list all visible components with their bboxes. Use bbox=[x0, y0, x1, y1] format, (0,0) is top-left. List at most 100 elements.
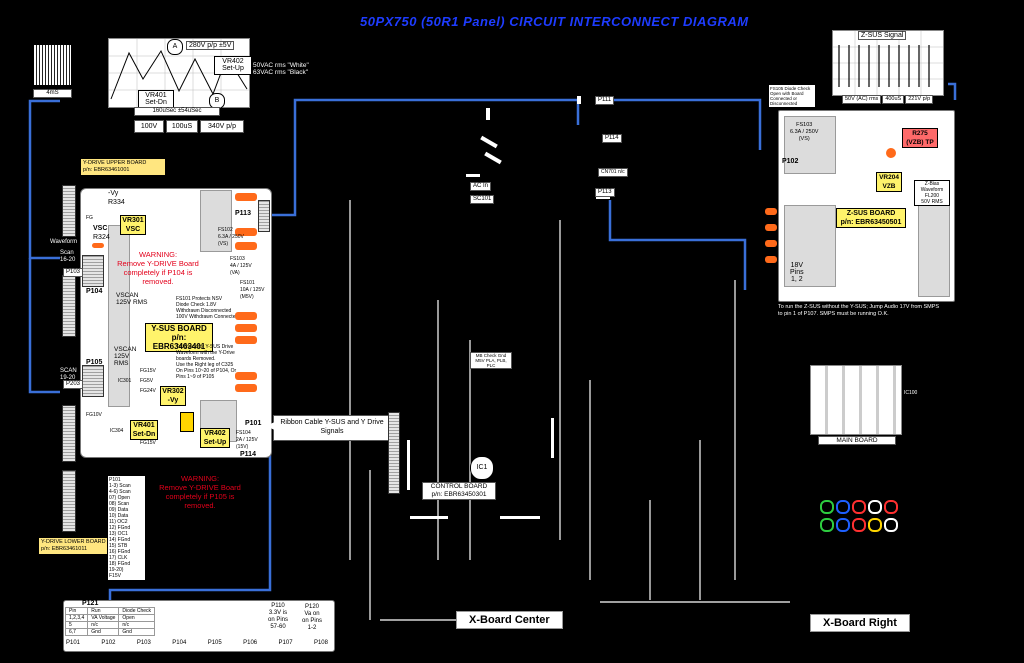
z-sus-signal-values: 50V (AC) rms 400uS 221V p/p bbox=[842, 95, 934, 104]
ribbon-cable-label: Ribbon Cable Y-SUS and Y Drive Signals bbox=[273, 415, 391, 441]
p110-label: P110 3.3V is on Pins 57-60 bbox=[267, 603, 288, 630]
vr402-box: VR402 Set-Up bbox=[200, 428, 230, 448]
p103-label: P103 bbox=[63, 268, 84, 277]
jack-blue-icon bbox=[836, 500, 850, 514]
vscan-label-2: VSCAN 125V RMS bbox=[114, 346, 137, 367]
z-fs103-label: FS103 6.3A / 250V (VS) bbox=[790, 122, 819, 142]
fs104-label: FS104 2A / 125V (15V) bbox=[236, 430, 258, 450]
fs105-note: FS105 Diode Check Open with Board Connec… bbox=[768, 84, 816, 108]
value-cell: 400uS bbox=[882, 95, 905, 104]
cap-7 bbox=[235, 372, 257, 380]
cap-8 bbox=[235, 384, 257, 392]
p104-connector bbox=[82, 255, 104, 287]
x-connector: P103 bbox=[136, 640, 151, 646]
y-drive-upper-strip-1 bbox=[62, 185, 76, 237]
ic301-label: IC301 bbox=[118, 378, 132, 384]
cn701-label: CN701 n/c bbox=[598, 168, 628, 177]
p104-label: P104 bbox=[86, 288, 103, 295]
warning-p105: WARNING: Remove Y-DRIVE Board completely… bbox=[159, 474, 241, 510]
table-cell: VA Voltage bbox=[87, 614, 120, 622]
vr401-box: VR401 Set-Dn bbox=[130, 420, 158, 440]
value-cell: 340V p/p bbox=[200, 120, 244, 133]
table-cell: n/c bbox=[87, 621, 120, 629]
vy-label: -Vy bbox=[108, 190, 119, 197]
table-cell: Open bbox=[118, 614, 156, 622]
main-ic-label: IC100 bbox=[904, 390, 918, 396]
vr301-box: VR301 VSC bbox=[120, 215, 146, 235]
jack-green-icon bbox=[820, 518, 834, 532]
y-sus-heatsink-top bbox=[200, 190, 232, 252]
ac-note: 50VAC rms "White" 63VAC rms "Black" bbox=[253, 62, 309, 76]
control-test-point: MB Check Gnd M5V PLA, PLB, PLC bbox=[470, 352, 512, 369]
x-connector: P107 bbox=[278, 640, 293, 646]
z-sus-standalone-note: To run the Z-SUS without the Y-SUS; Jump… bbox=[778, 304, 940, 317]
z-cap-1 bbox=[765, 208, 777, 215]
y-drive-lower-strip-2 bbox=[62, 470, 76, 532]
z-heatsink-2 bbox=[784, 205, 836, 287]
cap-1 bbox=[235, 193, 257, 201]
p105-label: P105 bbox=[86, 359, 103, 366]
r324-label: R324 bbox=[93, 234, 110, 241]
z-heatsink-3 bbox=[918, 205, 950, 297]
cap-6 bbox=[235, 336, 257, 344]
p203-label: P203 bbox=[63, 380, 84, 389]
p105-connector bbox=[82, 365, 104, 397]
z-cap-3 bbox=[765, 240, 777, 247]
p121-table: Pin Run Diode Check 1,2,3,4 VA Voltage O… bbox=[64, 607, 156, 636]
wire-control-main bbox=[608, 200, 747, 290]
vscan-label: VSCAN 125V RMS bbox=[116, 292, 148, 306]
sc101-label: SC101 bbox=[470, 195, 495, 204]
z-18v-label: 18V Pins 1, 2 bbox=[790, 262, 804, 283]
fg15v-label-2: FG15V bbox=[140, 440, 156, 446]
x-connector: P106 bbox=[243, 640, 258, 646]
value-cell: 221V p/p bbox=[905, 95, 934, 104]
wire-control-z bbox=[598, 98, 762, 150]
p111-label: P111 bbox=[595, 96, 615, 105]
jack-yellow-icon bbox=[868, 518, 882, 532]
cap-5 bbox=[235, 324, 257, 332]
y-drive-upper-strip-2 bbox=[62, 275, 76, 337]
cap-3 bbox=[235, 242, 257, 250]
ac-in-label: AC In bbox=[470, 182, 492, 191]
x-connector: P102 bbox=[101, 640, 116, 646]
p121-label: P121 bbox=[82, 600, 99, 607]
table-cell: 6,7 bbox=[64, 628, 89, 636]
table-header: Pin bbox=[64, 607, 89, 615]
z-sus-scope bbox=[832, 30, 944, 96]
x-connector: P105 bbox=[207, 640, 222, 646]
waveform-value-row: 100V 100uS 340V p/p bbox=[134, 120, 244, 133]
main-board-name: MAIN BOARD bbox=[818, 436, 896, 445]
table-cell: Gnd bbox=[87, 628, 120, 636]
waveform-label: Waveform bbox=[50, 239, 78, 245]
time-4ms-label: 4mS bbox=[33, 89, 72, 98]
wire-p114-bottom bbox=[108, 455, 272, 605]
value-cell: 100V bbox=[134, 120, 164, 133]
control-board-name: CONTROL BOARD p/n: EBR63450301 bbox=[422, 482, 496, 500]
table-cell: 5 bbox=[64, 621, 89, 629]
r275-test-point: R275 (VZB) TP bbox=[902, 128, 938, 148]
av-jacks bbox=[820, 500, 898, 532]
fg10v-label: FG10V bbox=[86, 412, 102, 418]
x-connector: P101 bbox=[66, 640, 81, 646]
z-sus-board-name: Z-SUS BOARD p/n: EBR63450501 bbox=[836, 208, 906, 228]
vr402-top: VR402 Set-Up bbox=[214, 56, 252, 75]
y-sus-board-name: Y-SUS BOARD p/n: EBR63463401 bbox=[145, 323, 213, 352]
fs101-label: FS101 10A / 125V (M5V) bbox=[240, 280, 265, 300]
wire-upper-scan bbox=[28, 99, 60, 260]
jack-green-icon bbox=[820, 500, 834, 514]
scan-pins-label: Scan 16-20 bbox=[60, 250, 76, 263]
fs102-label: FS102 6.3A / 250V (VS) bbox=[218, 227, 244, 247]
jack-blue-icon bbox=[836, 518, 850, 532]
table-cell: n/c bbox=[118, 621, 156, 629]
z-cap-4 bbox=[765, 256, 777, 263]
vsc-label: VSC bbox=[93, 225, 108, 232]
fs103-label: FS103 4A / 125V (VA) bbox=[230, 256, 252, 276]
y-drive-lower-label: Y-DRIVE LOWER BOARD p/n: EBR63461011 bbox=[38, 537, 112, 555]
jack-red-icon bbox=[884, 500, 898, 514]
jack-white-icon bbox=[884, 518, 898, 532]
value-cell: 50V (AC) rms bbox=[842, 95, 882, 104]
p113-label: P113 bbox=[235, 210, 251, 217]
jack-red-icon bbox=[852, 500, 866, 514]
table-cell: Gnd bbox=[118, 628, 156, 636]
fg-label: FG bbox=[86, 215, 93, 221]
